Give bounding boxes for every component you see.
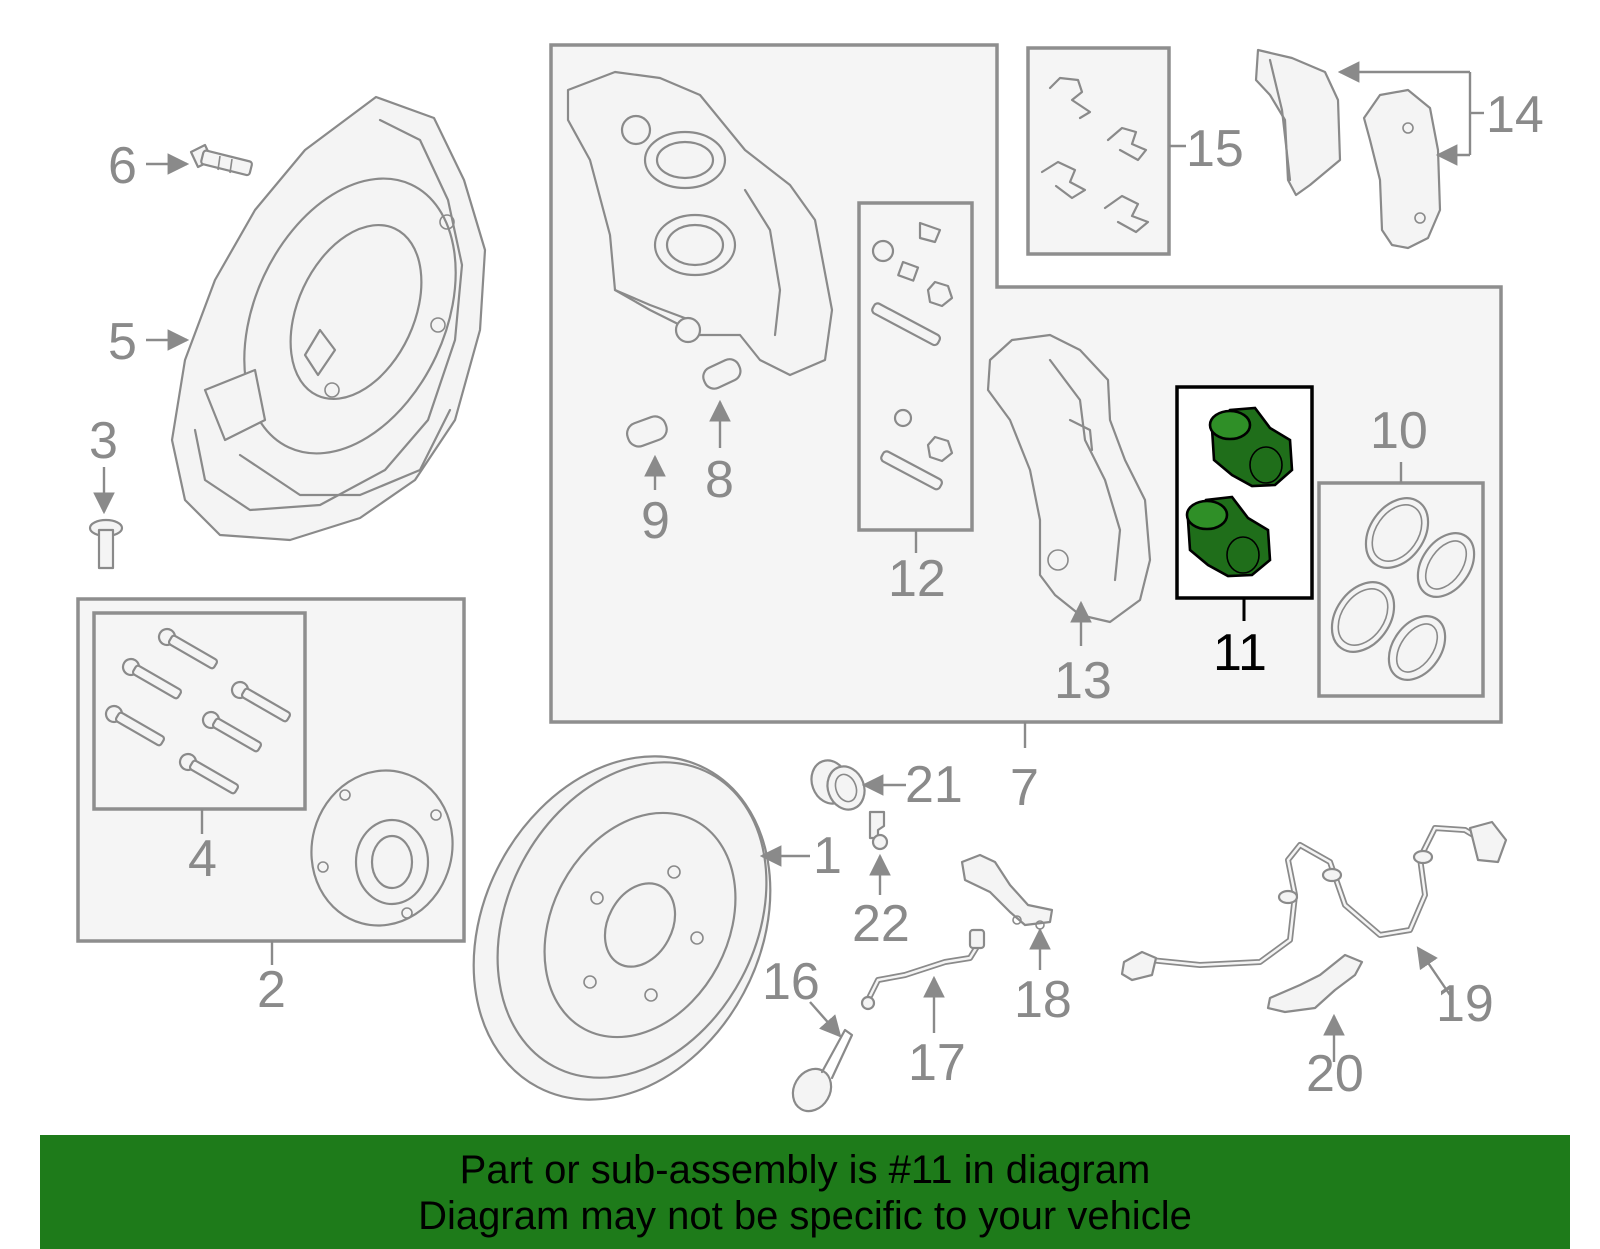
callout-13: 13 xyxy=(1054,652,1112,710)
callout-11: 11 xyxy=(1213,624,1267,682)
banner-line-2: Diagram may not be specific to your vehi… xyxy=(418,1194,1192,1238)
callout-20: 20 xyxy=(1306,1045,1364,1103)
bushing-part-8 xyxy=(702,358,742,390)
callout-16: 16 xyxy=(762,953,820,1011)
callout-10: 10 xyxy=(1370,402,1428,460)
callout-8: 8 xyxy=(705,451,734,509)
clip-part-16 xyxy=(791,1028,854,1113)
callout-2: 2 xyxy=(257,961,286,1019)
callout-3: 3 xyxy=(89,412,118,470)
info-banner: Part or sub-assembly is #11 in diagram D… xyxy=(40,1135,1570,1249)
caliper-pistons-part-11 xyxy=(1185,406,1294,578)
dust-shield-part xyxy=(170,95,487,542)
banner-line-1: Part or sub-assembly is #11 in diagram xyxy=(459,1148,1151,1192)
callout-22: 22 xyxy=(852,895,910,953)
callout-4: 4 xyxy=(188,830,217,888)
wheel-studs-part-4 xyxy=(104,627,291,795)
sensor-bracket-part-20 xyxy=(1266,953,1364,1014)
hub-bearing-part-2 xyxy=(310,769,454,927)
callout-21: 21 xyxy=(905,756,963,814)
callout-7: 7 xyxy=(1010,759,1039,817)
brake-hose-part-17 xyxy=(860,928,986,1011)
callout-17: 17 xyxy=(908,1034,966,1092)
callout-18: 18 xyxy=(1014,971,1072,1029)
pad-clips-part-15 xyxy=(1040,76,1150,234)
callout-5: 5 xyxy=(108,313,137,371)
callout-15: 15 xyxy=(1186,120,1244,178)
brake-pads-part-14 xyxy=(1254,48,1442,250)
callout-labels: 1 2 3 4 5 6 7 8 9 10 11 12 13 14 15 16 1… xyxy=(89,86,1544,1103)
bleeder-cap-part-22 xyxy=(868,810,889,851)
brake-rotor-part-1 xyxy=(472,755,772,1101)
caliper-housing xyxy=(566,70,834,377)
callout-19: 19 xyxy=(1436,975,1494,1033)
caliper-bracket-part-13 xyxy=(986,333,1152,624)
bushing-part-9 xyxy=(625,415,668,448)
bolt-part-6 xyxy=(189,143,253,177)
abs-sensor-wire-part-19 xyxy=(1120,820,1508,982)
callout-12: 12 xyxy=(888,550,946,608)
bolt-part-3 xyxy=(88,518,124,570)
callout-14: 14 xyxy=(1486,86,1544,144)
guide-pin-kit-part-12 xyxy=(871,221,954,491)
callout-6: 6 xyxy=(108,137,137,195)
seal-kit-part-10 xyxy=(1330,497,1476,681)
callout-1: 1 xyxy=(813,827,842,885)
hose-bracket-part-18 xyxy=(960,853,1054,930)
callout-9: 9 xyxy=(641,492,670,550)
dust-boot-part-21 xyxy=(810,759,866,811)
